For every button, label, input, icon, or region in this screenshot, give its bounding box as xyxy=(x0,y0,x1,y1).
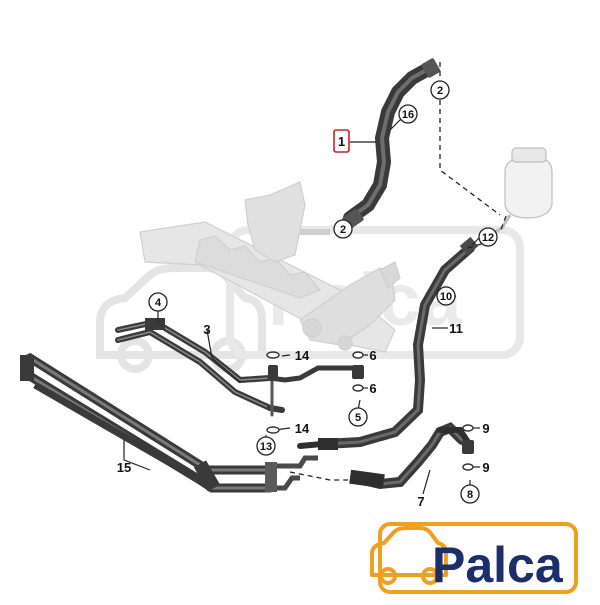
callout-12: 12 xyxy=(482,232,494,244)
hose-1 xyxy=(342,58,441,230)
callout-16: 16 xyxy=(402,109,414,121)
reservoir-cap xyxy=(511,147,547,163)
rack-fitting-ghost xyxy=(302,318,322,338)
banjo-bolt xyxy=(268,365,278,381)
watermark-frame xyxy=(226,226,524,359)
callout-10: 10 xyxy=(440,291,452,303)
reference-lines xyxy=(289,62,507,481)
callout-1: 1 xyxy=(338,134,345,149)
steering-pump-ghost xyxy=(244,181,306,263)
callout-13-circle xyxy=(256,436,276,456)
line-3-bracket xyxy=(145,318,165,330)
hose-11 xyxy=(297,236,479,450)
washer-14-upper xyxy=(266,351,280,359)
line-3 xyxy=(115,318,358,417)
cooler-tube-outer xyxy=(33,381,212,490)
hose-11-end-fitting xyxy=(318,438,338,450)
reservoir xyxy=(491,147,553,236)
cooler-line-lower xyxy=(270,475,300,491)
cooler-15 xyxy=(20,352,318,493)
callout-8: 8 xyxy=(467,489,473,501)
line-7-fitting xyxy=(349,469,385,489)
washer-6-upper xyxy=(352,351,364,359)
steering-rack-boot xyxy=(194,235,321,299)
steering-rack-ghost xyxy=(139,181,401,353)
washers xyxy=(266,351,474,471)
washer-9-upper xyxy=(462,424,474,432)
callout-13: 13 xyxy=(260,441,272,453)
callout-3: 3 xyxy=(203,322,210,337)
banjo-bolt xyxy=(462,440,474,454)
washer-9-lower xyxy=(462,463,474,471)
callout-7: 7 xyxy=(417,494,424,509)
callout-8-circle xyxy=(460,484,480,504)
callout-6b: 6 xyxy=(369,381,376,396)
banjo-bolt xyxy=(352,365,364,379)
rack-input-ghost xyxy=(379,261,401,289)
callout-6a: 6 xyxy=(369,348,376,363)
watermark-wheel-icon xyxy=(117,337,153,373)
callout-4-circle xyxy=(148,292,168,312)
callout-9a: 9 xyxy=(482,421,489,436)
car-icon xyxy=(370,526,448,585)
rack-fitting-ghost xyxy=(337,335,353,351)
washer-14-lower xyxy=(266,426,280,434)
cooler-clamp xyxy=(265,462,277,492)
hose-1-top-fitting xyxy=(421,58,441,78)
callout-15: 15 xyxy=(117,460,131,475)
callout-5-circle xyxy=(348,407,368,427)
cooler-line-upper xyxy=(270,455,318,469)
logo-frame xyxy=(378,522,578,594)
callout-9b: 9 xyxy=(482,460,489,475)
logo-text: Palca xyxy=(432,537,564,593)
callout-2a: 2 xyxy=(437,85,443,97)
callout-5: 5 xyxy=(355,412,361,424)
callout-12-circle xyxy=(478,227,498,247)
callout-2b: 2 xyxy=(340,224,346,236)
washer-6-lower xyxy=(352,384,364,392)
callout-16-circle xyxy=(398,104,418,124)
callout-11: 11 xyxy=(449,321,463,336)
callouts: 1 2 16 2 12 4 3 10 11 14 14 6 6 5 13 9 9… xyxy=(117,80,498,509)
callout-10-circle xyxy=(436,286,456,306)
callout-1-box xyxy=(333,129,350,153)
hose-11-fitting xyxy=(459,236,479,256)
callout-14a: 14 xyxy=(295,348,310,363)
callout-2a-circle xyxy=(430,80,450,100)
banjo-bolts xyxy=(268,365,474,454)
cooler-endcap xyxy=(20,355,34,381)
steering-valve-ghost xyxy=(299,267,396,346)
reservoir-body xyxy=(504,157,553,219)
palca-logo: Palca xyxy=(370,522,578,594)
callout-14b: 14 xyxy=(295,421,310,436)
callout-4: 4 xyxy=(155,297,162,309)
cooler-endcap xyxy=(193,460,221,492)
callout-2b-circle xyxy=(333,219,353,239)
